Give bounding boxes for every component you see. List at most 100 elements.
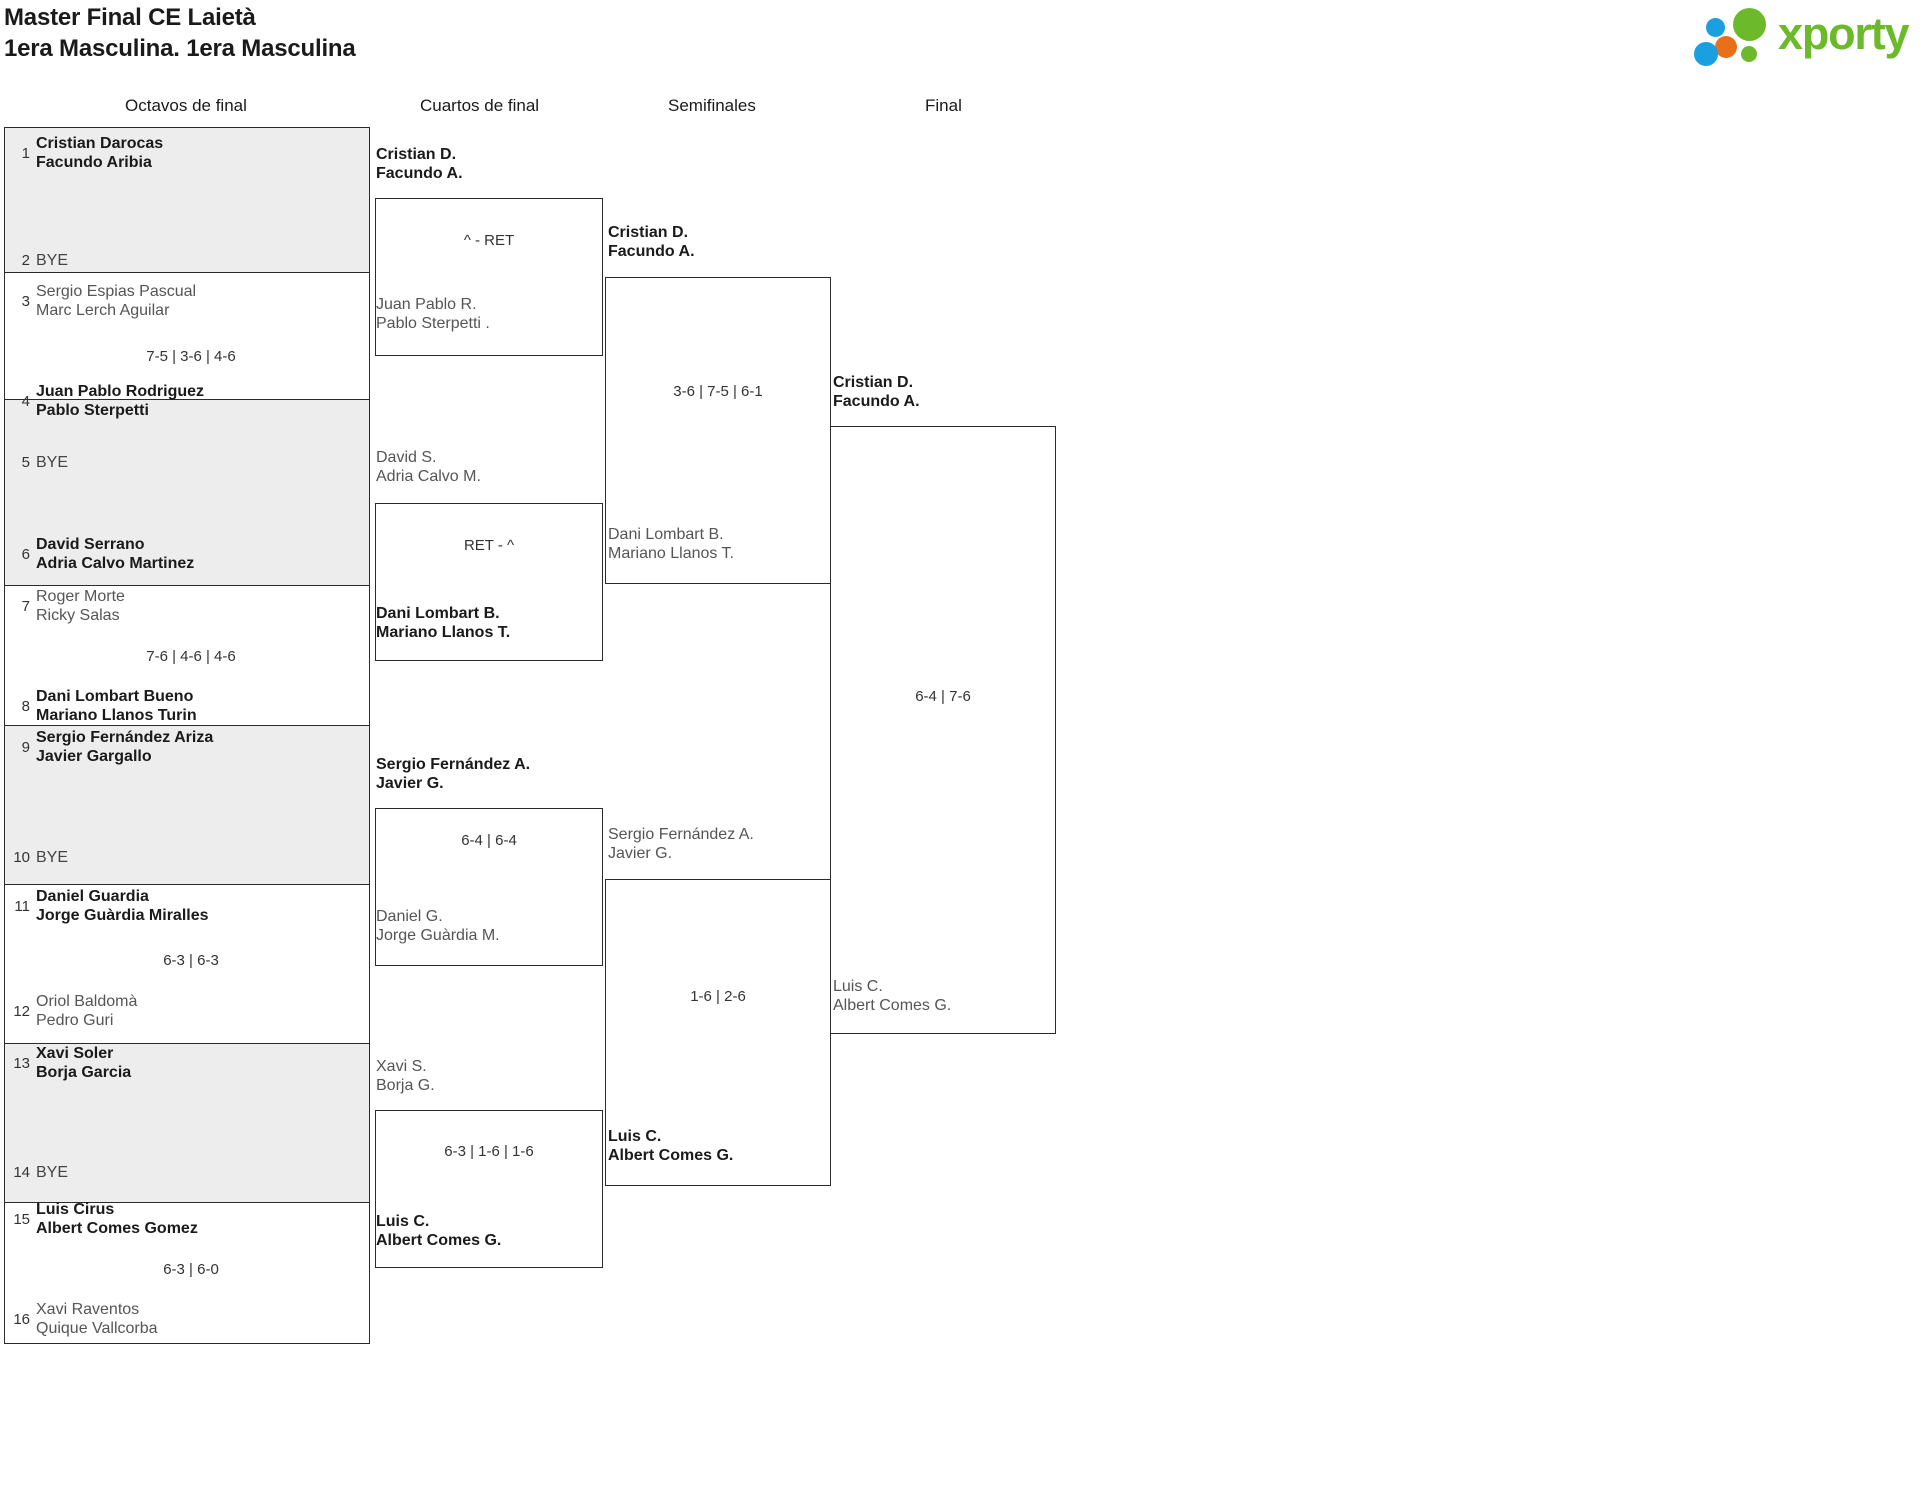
round1-match-band[interactable] (4, 399, 370, 586)
round2-team-bottom[interactable]: Daniel G. Jorge Guàrdia M. (376, 908, 500, 944)
round1-match-band[interactable] (4, 585, 370, 726)
tournament-title: Master Final CE Laietà (4, 4, 256, 31)
team-name: BYE (36, 454, 69, 471)
round2-team-bottom[interactable]: Luis C. Albert Comes G. (376, 1213, 502, 1249)
tournament-category: 1era Masculina. 1era Masculina (4, 35, 356, 62)
round2-score: RET - ^ (463, 537, 515, 554)
seed-number: 7 (21, 598, 30, 615)
seed-number: 11 (14, 898, 30, 915)
seed-number: 2 (21, 252, 30, 269)
round3-team-top[interactable]: Cristian D. Facundo A. (608, 224, 695, 260)
seed-number: 9 (21, 739, 30, 756)
seed-number: 14 (13, 1164, 30, 1181)
team-name: Xavi Soler Borja Garcia (36, 1045, 132, 1081)
team-name: Daniel Guardia Jorge Guàrdia Miralles (36, 888, 209, 924)
round2-team-top[interactable]: Sergio Fernández A. Javier G. (376, 756, 531, 792)
logo-dots-icon (1692, 4, 1784, 66)
round2-score: 6-3 | 1-6 | 1-6 (444, 1143, 534, 1160)
round1-score: 6-3 | 6-0 (163, 1261, 219, 1278)
round1-entry[interactable]: 1 Cristian Darocas Facundo Aribia (0, 133, 366, 173)
round1-entry[interactable]: 15 Luis Cirus Albert Comes Gomez (0, 1199, 366, 1239)
round2-team-bottom[interactable]: Dani Lombart B. Mariano Llanos T. (376, 605, 511, 641)
round2-team-bottom[interactable]: Juan Pablo R. Pablo Sterpetti . (376, 296, 490, 332)
round2-team-top[interactable]: Cristian D. Facundo A. (376, 146, 463, 182)
xporty-logo[interactable]: xporty (1692, 4, 1910, 66)
seed-number: 16 (13, 1311, 30, 1328)
team-name: BYE (36, 252, 69, 269)
team-name: Luis Cirus Albert Comes Gomez (36, 1201, 198, 1237)
round2-team-top[interactable]: Xavi S. Borja G. (376, 1058, 435, 1094)
round4-connector (830, 426, 1056, 1034)
logo-dot-green-small (1741, 46, 1757, 62)
round3-score: 3-6 | 7-5 | 6-1 (673, 383, 763, 400)
seed-number: 10 (13, 849, 30, 866)
logo-dot-blue-small (1706, 18, 1725, 37)
team-name: Roger Morte Ricky Salas (36, 588, 125, 624)
round1-entry[interactable]: 7 Roger Morte Ricky Salas (0, 586, 366, 626)
team-name: Cristian Darocas Facundo Aribia (36, 135, 164, 171)
round1-match-band[interactable] (4, 1202, 370, 1344)
round4-team-top[interactable]: Cristian D. Facundo A. (833, 374, 920, 410)
seed-number: 4 (21, 393, 30, 410)
seed-number: 15 (13, 1211, 30, 1228)
round1-entry[interactable]: 5 BYE (0, 442, 366, 482)
round-header-final: Final (925, 96, 962, 115)
team-name: Oriol Baldomà Pedro Guri (36, 993, 138, 1029)
round2-score: 6-4 | 6-4 (461, 832, 517, 849)
round1-entry[interactable]: 9 Sergio Fernández Ariza Javier Gargallo (0, 727, 366, 767)
seed-number: 1 (21, 145, 30, 162)
round1-entry[interactable]: 10 BYE (0, 837, 366, 877)
seed-number: 8 (21, 698, 30, 715)
team-name: Sergio Espias Pascual Marc Lerch Aguilar (36, 283, 197, 319)
round1-entry[interactable]: 4 Juan Pablo Rodriguez Pablo Sterpetti (0, 381, 366, 421)
seed-number: 6 (21, 546, 30, 563)
round3-score: 1-6 | 2-6 (690, 988, 746, 1005)
page-header: Master Final CE Laietà 1era Masculina. 1… (0, 0, 1920, 72)
round3-team-bottom[interactable]: Dani Lombart B. Mariano Llanos T. (608, 526, 734, 562)
logo-dot-green-large (1733, 8, 1766, 41)
logo-dot-orange (1715, 36, 1737, 58)
round1-entry[interactable]: 16 Xavi Raventos Quique Vallcorba (0, 1299, 366, 1339)
round1-score: 6-3 | 6-3 (163, 952, 219, 969)
team-name: BYE (36, 849, 69, 866)
round4-score: 6-4 | 7-6 (915, 688, 971, 705)
round3-team-bottom[interactable]: Luis C. Albert Comes G. (608, 1128, 734, 1164)
round2-team-top[interactable]: David S. Adria Calvo M. (376, 449, 481, 485)
round2-score: ^ - RET (463, 232, 515, 249)
logo-wordmark: xporty (1778, 8, 1910, 59)
round1-match-band[interactable] (4, 725, 370, 885)
round1-match-band[interactable] (4, 1043, 370, 1203)
round1-match-band[interactable] (4, 272, 370, 400)
round2-connector (375, 1110, 603, 1268)
title-block: Master Final CE Laietà 1era Masculina. 1… (4, 2, 356, 64)
team-name: David Serrano Adria Calvo Martinez (36, 536, 195, 572)
round1-entry[interactable]: 13 Xavi Soler Borja Garcia (0, 1043, 366, 1083)
round1-entry[interactable]: 8 Dani Lombart Bueno Mariano Llanos Turi… (0, 686, 366, 726)
round1-score: 7-5 | 3-6 | 4-6 (146, 348, 236, 365)
seed-number: 3 (21, 293, 30, 310)
round2-connector (375, 808, 603, 966)
round1-score: 7-6 | 4-6 | 4-6 (146, 648, 236, 665)
team-name: Sergio Fernández Ariza Javier Gargallo (36, 729, 214, 765)
team-name: Dani Lombart Bueno Mariano Llanos Turin (36, 688, 197, 724)
seed-number: 5 (21, 454, 30, 471)
round1-entry[interactable]: 14 BYE (0, 1152, 366, 1192)
round1-entry[interactable]: 3 Sergio Espias Pascual Marc Lerch Aguil… (0, 281, 366, 321)
round1-entry[interactable]: 6 David Serrano Adria Calvo Martinez (0, 534, 366, 574)
round1-entry[interactable]: 12 Oriol Baldomà Pedro Guri (0, 991, 366, 1031)
round-header-semis: Semifinales (668, 96, 756, 115)
round1-entry[interactable]: 11 Daniel Guardia Jorge Guàrdia Miralles (0, 886, 366, 926)
round3-team-top[interactable]: Sergio Fernández A. Javier G. (608, 826, 754, 862)
team-name: BYE (36, 1164, 69, 1181)
seed-number: 12 (13, 1003, 30, 1020)
round-header-cuartos: Cuartos de final (420, 96, 540, 115)
logo-dot-blue-large (1694, 42, 1718, 66)
round1-match-band[interactable] (4, 884, 370, 1044)
round2-connector (375, 503, 603, 661)
round1-entry[interactable]: 2 BYE (0, 240, 366, 280)
round4-team-bottom[interactable]: Luis C. Albert Comes G. (833, 978, 952, 1014)
team-name: Juan Pablo Rodriguez Pablo Sterpetti (36, 383, 205, 419)
round2-connector (375, 198, 603, 356)
round-header-octavos: Octavos de final (125, 96, 247, 115)
